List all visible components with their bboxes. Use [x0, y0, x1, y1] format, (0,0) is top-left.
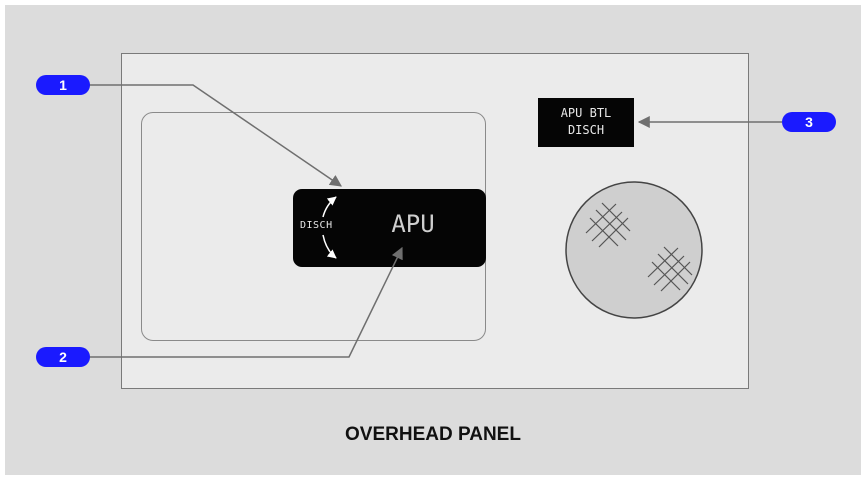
disch-label: DISCH [300, 220, 333, 231]
rotation-arrows-icon [322, 196, 337, 259]
extinguisher-gauge-icon [565, 181, 703, 319]
apu-label: APU [391, 210, 435, 238]
leader-line-1 [88, 84, 342, 187]
callout-2-badge: 2 [36, 347, 90, 367]
bottle-light-line2: DISCH [567, 123, 605, 137]
apu-bottle-discharge-light: APU BTL DISCH [538, 98, 634, 147]
callout-3-badge: 3 [782, 112, 836, 132]
callout-1-badge: 1 [36, 75, 90, 95]
leader-line-2 [88, 246, 403, 358]
bottle-light-line1: APU BTL [560, 106, 612, 120]
apu-fire-handle: DISCH APU [293, 189, 486, 267]
panel-caption: OVERHEAD PANEL [345, 424, 521, 445]
